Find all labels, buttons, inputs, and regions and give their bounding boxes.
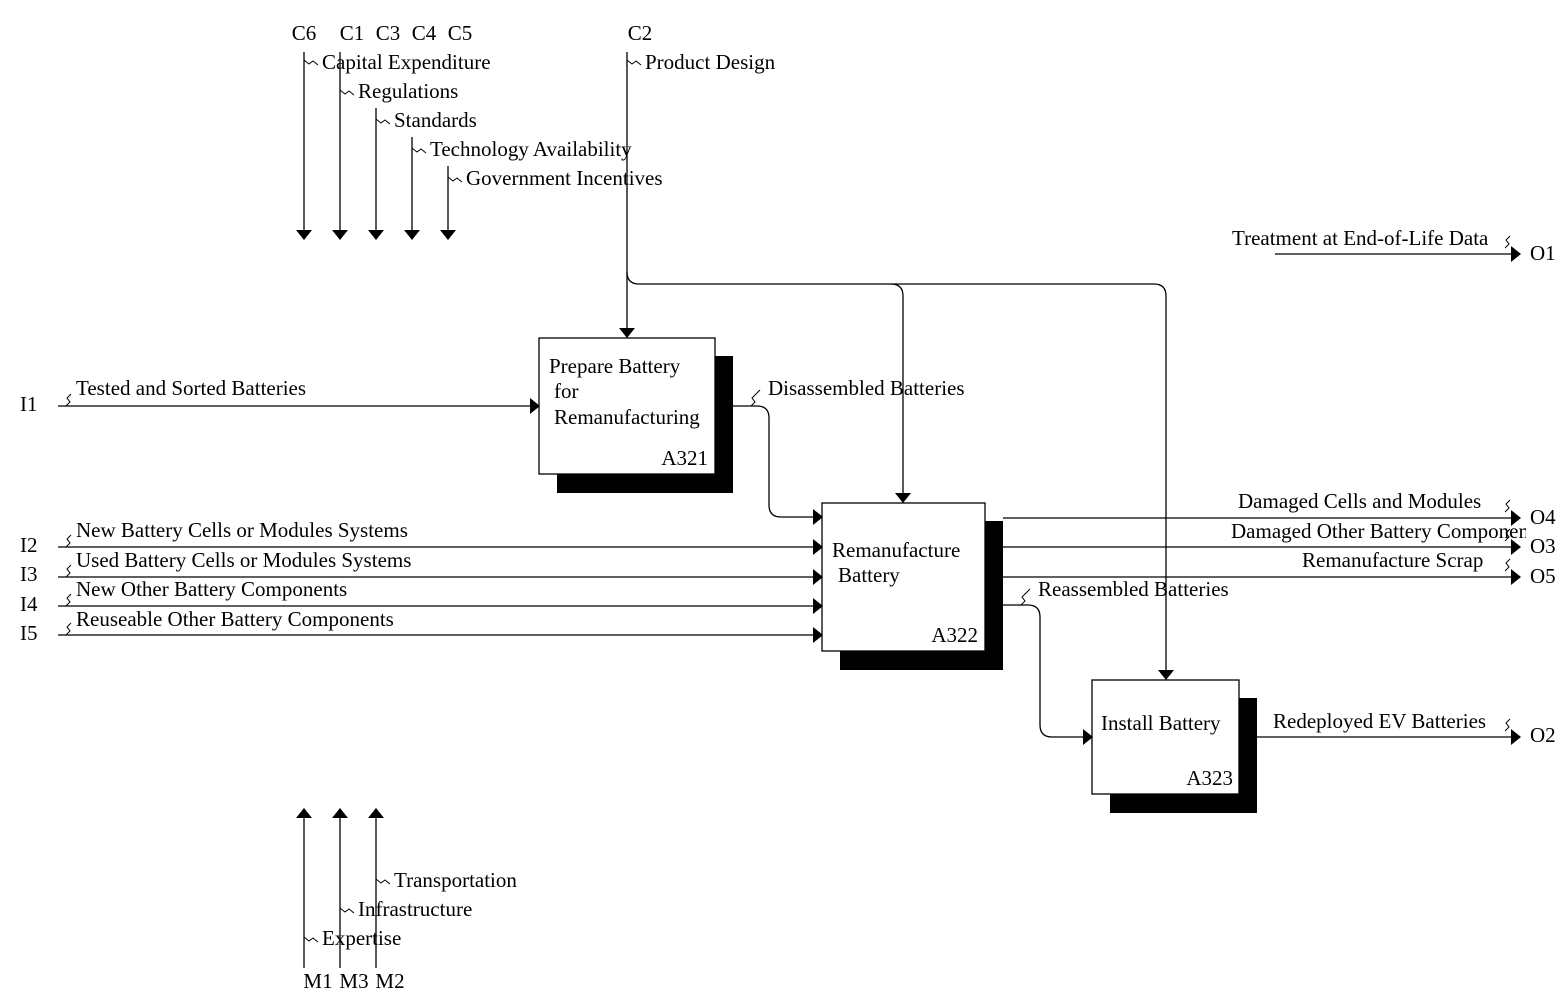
output-label-o5: Remanufacture Scrap <box>1302 548 1483 572</box>
mechanism-labels: Expertise Infrastructure Transportation <box>322 868 517 950</box>
output-label-o2: Redeployed EV Batteries <box>1273 709 1486 733</box>
control-codes: C6 C1 C3 C4 C5 C2 <box>292 21 653 45</box>
box-a322-line-2: Battery <box>838 563 900 587</box>
control-arrow-c3 <box>368 108 391 240</box>
output-label-o4: Damaged Cells and Modules <box>1238 489 1481 513</box>
mechanism-label-m1: Expertise <box>322 926 401 950</box>
mechanism-code-m2: M2 <box>375 969 404 993</box>
output-code-backing <box>1526 242 1559 588</box>
arrow-reassembled-batteries: Reassembled Batteries <box>1003 577 1229 745</box>
mechanism-arrow-m1 <box>296 808 319 968</box>
output-arrows <box>1003 235 1521 745</box>
control-label-c3: Standards <box>394 108 477 132</box>
input-arrow-i3 <box>58 564 823 585</box>
control-arrow-c2 <box>619 52 1174 680</box>
control-code-c3: C3 <box>376 21 401 45</box>
control-labels: Capital Expenditure Regulations Standard… <box>322 50 776 190</box>
control-label-c1: Regulations <box>358 79 458 103</box>
input-label-i4: New Other Battery Components <box>76 577 347 601</box>
mechanism-code-m1: M1 <box>303 969 332 993</box>
output-code-o4: O4 <box>1530 505 1556 529</box>
output-code-backing-o2 <box>1526 722 1559 748</box>
mechanism-label-m3: Infrastructure <box>358 897 472 921</box>
output-code-o5: O5 <box>1530 564 1556 588</box>
control-label-c6: Capital Expenditure <box>322 50 491 74</box>
input-arrow-i2 <box>58 534 823 555</box>
output-arrow-o2 <box>1257 718 1521 745</box>
control-label-c4: Technology Availability <box>430 137 632 161</box>
activity-box-a323: Install Battery A323 <box>1091 679 1257 813</box>
box-a321-line-3: Remanufacturing <box>554 405 700 429</box>
output-codes: O1 O4 O3 O5 O2 <box>1530 241 1556 747</box>
mechanism-codes: M1 M3 M2 <box>303 969 404 993</box>
input-code-i3: I3 <box>20 562 38 586</box>
input-labels: Tested and Sorted Batteries New Battery … <box>76 376 411 631</box>
input-arrow-i5 <box>58 622 823 643</box>
output-arrow-o1 <box>1275 235 1521 262</box>
output-arrow-o3 <box>1003 528 1521 555</box>
output-code-o3: O3 <box>1530 534 1556 558</box>
control-arrow-c5 <box>440 166 463 240</box>
activity-box-a321: Prepare Battery for Remanufacturing A321 <box>538 337 733 493</box>
control-label-c5: Government Incentives <box>466 166 663 190</box>
output-arrow-o4 <box>1003 499 1521 526</box>
input-arrows <box>58 393 823 643</box>
output-arrow-o5 <box>1003 558 1521 585</box>
control-arrow-c1 <box>332 52 355 240</box>
mechanism-arrow-m3 <box>332 808 355 968</box>
output-label-o1: Treatment at End-of-Life Data <box>1232 226 1489 250</box>
box-a321-node: A321 <box>661 446 708 470</box>
control-code-c4: C4 <box>412 21 437 45</box>
output-code-o2: O2 <box>1530 723 1556 747</box>
label-disassembled-batteries: Disassembled Batteries <box>768 376 965 400</box>
mechanism-code-m3: M3 <box>339 969 368 993</box>
output-code-o1: O1 <box>1530 241 1556 265</box>
input-label-i1: Tested and Sorted Batteries <box>76 376 306 400</box>
input-code-i1: I1 <box>20 392 38 416</box>
control-arrow-c6 <box>296 52 319 240</box>
input-code-i4: I4 <box>20 592 38 616</box>
output-label-o3: Damaged Other Battery Components <box>1231 519 1543 543</box>
input-arrow-i4 <box>58 593 823 614</box>
mechanism-arrows <box>296 808 391 968</box>
control-arrows <box>296 52 1174 680</box>
control-code-c2: C2 <box>628 21 653 45</box>
input-label-i3: Used Battery Cells or Modules Systems <box>76 548 411 572</box>
box-a321-line-1: Prepare Battery <box>549 354 681 378</box>
mechanism-label-m2: Transportation <box>394 868 517 892</box>
box-a322-node: A322 <box>931 623 978 647</box>
control-code-c6: C6 <box>292 21 317 45</box>
label-reassembled-batteries: Reassembled Batteries <box>1038 577 1229 601</box>
input-code-i2: I2 <box>20 533 38 557</box>
input-label-i5: Reuseable Other Battery Components <box>76 607 394 631</box>
box-a321-line-2: for <box>554 379 579 403</box>
activity-box-a322: Remanufacture Battery A322 <box>821 502 1003 670</box>
box-a323-node: A323 <box>1186 766 1233 790</box>
control-arrow-c4 <box>404 137 427 240</box>
box-a323-line-1: Install Battery <box>1101 711 1221 735</box>
mechanism-arrow-m2 <box>368 808 391 968</box>
output-labels: Treatment at End-of-Life Data Damaged Ce… <box>1231 226 1543 733</box>
control-label-c2: Product Design <box>645 50 776 74</box>
input-code-i5: I5 <box>20 621 38 645</box>
arrow-disassembled-batteries: Disassembled Batteries <box>733 376 965 525</box>
control-code-c1: C1 <box>340 21 365 45</box>
input-label-i2: New Battery Cells or Modules Systems <box>76 518 408 542</box>
input-codes: I1 I2 I3 I4 I5 <box>20 392 38 645</box>
box-a322-line-1: Remanufacture <box>832 538 960 562</box>
control-code-c5: C5 <box>448 21 473 45</box>
input-arrow-i1 <box>58 393 540 414</box>
